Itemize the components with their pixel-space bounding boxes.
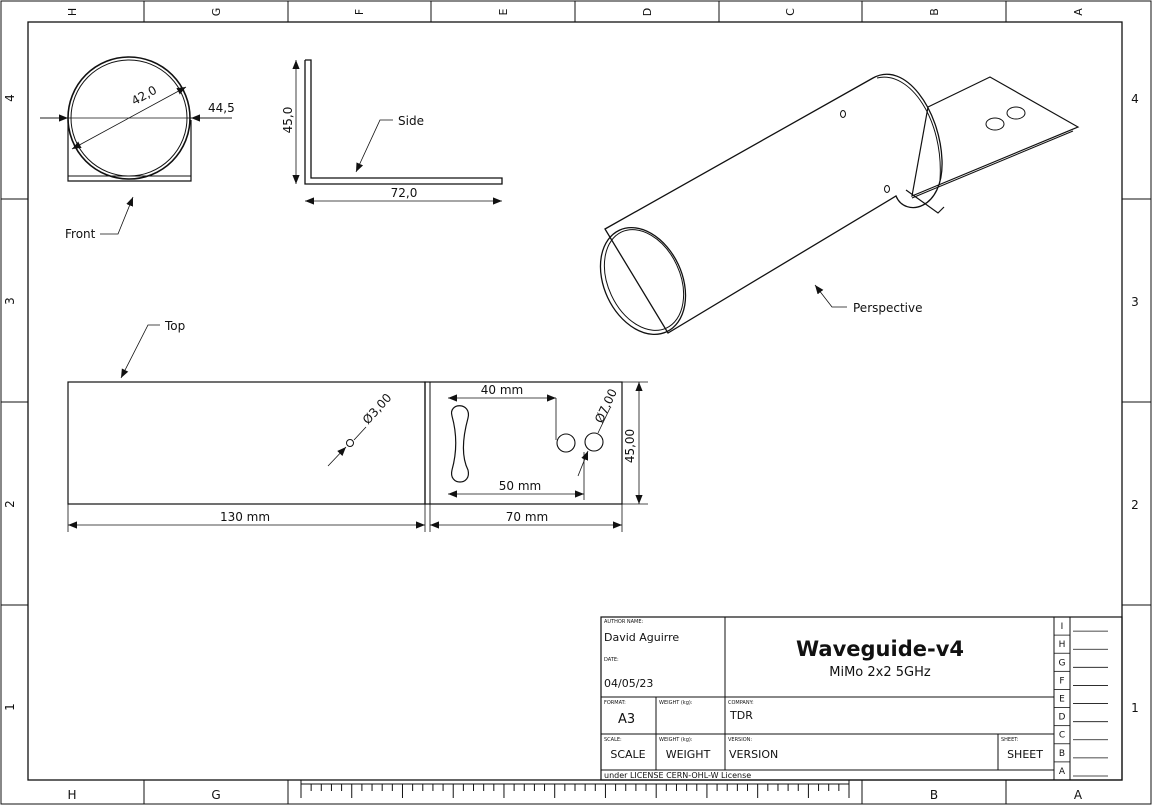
col-label-bottom-h: H [67,788,76,802]
drawing-title: Waveguide-v4 [796,637,964,661]
col-label-top-h: H [66,8,79,16]
col-label-top-d: D [641,8,654,16]
row-label-right-3: 3 [1131,295,1139,309]
top-slot [451,405,469,483]
top-plate [424,381,623,505]
company-value: TDR [729,709,753,722]
row-label-left-4: 4 [3,94,17,102]
scale-value: SCALE [610,748,645,761]
weight-caption: WEIGHT (kg): [659,737,693,743]
col-label-bottom-b: B [930,788,938,802]
row-label-left-1: 1 [3,703,17,711]
col-label-bottom-g: G [211,788,220,802]
row-labels: 4 3 2 1 4 3 2 1 [3,92,1139,715]
top-tube-body [67,381,426,505]
version-value: VERSION [729,748,778,761]
side-height-label: 45,0 [281,107,295,134]
col-label-top-b: B [928,8,941,16]
revision-letter: A [1059,767,1066,777]
revision-letter: D [1059,713,1066,723]
author-field-label: AUTHOR NAME: [604,619,644,625]
version-field-label: VERSION: [728,737,752,743]
side-view-label: Side [398,114,424,128]
side-length-label: 72,0 [391,186,418,200]
slot-offset-40-label: 40 mm [481,383,523,397]
scale-field-label: SCALE: [604,737,622,743]
column-labels-bottom: H G B A [67,788,1082,802]
side-profile [304,59,503,185]
drawing-subtitle: MiMo 2x2 5GHz [829,665,931,680]
front-diameter-dim-line [71,86,187,150]
revision-letter: E [1059,695,1065,705]
license-text: under LICENSE CERN-OHL-W License [604,771,751,780]
row-label-left-2: 2 [3,500,17,508]
revision-letter: I [1061,622,1064,632]
title-block: AUTHOR NAME: David Aguirre DATE: 04/05/2… [600,616,1123,781]
author-name: David Aguirre [604,631,679,644]
format-field-label: FORMAT: [604,700,626,706]
revision-letter: H [1059,640,1066,650]
col-label-top-c: C [784,8,797,16]
inner-border [27,21,1123,781]
revision-letter: B [1059,749,1065,759]
tube-length-label: 130 mm [220,510,270,524]
scale-ruler [300,780,850,798]
front-view: 42,0 44,5 Front [40,56,235,241]
col-label-top-e: E [497,8,510,15]
weight-value: WEIGHT [666,748,711,761]
hole-small-label: Ø3,00 [360,391,395,427]
plate-length-label: 70 mm [506,510,548,524]
date-field-label: DATE: [604,657,619,663]
format-value: A3 [618,712,635,727]
revision-letter: C [1059,731,1065,741]
perspective-view-label: Perspective [853,301,923,315]
weight-field-label: WEIGHT (kg): [659,700,693,706]
front-width-label: 44,5 [208,101,235,115]
top-view: Top Ø3,00 Ø7,00 40 mm 50 mm 45,00 130 mm… [67,319,648,532]
row-label-right-4: 4 [1131,92,1139,106]
row-label-left-3: 3 [3,297,17,305]
perspective-tube [604,73,943,334]
perspective-view: Perspective [599,73,1080,336]
col-label-top-f: F [353,9,366,15]
col-label-top-a: A [1072,8,1085,16]
front-view-label: Front [65,227,96,241]
row-label-right-1: 1 [1131,701,1139,715]
sheet-value: SHEET [1007,748,1043,761]
row-label-right-2: 2 [1131,498,1139,512]
hole-large-label: Ø7,00 [592,387,620,426]
col-label-bottom-a: A [1074,788,1083,802]
revision-letter: F [1059,676,1064,686]
perspective-plate [911,76,1080,197]
sheet-field-label: SHEET: [1001,737,1019,743]
side-view: 45,0 72,0 Side [281,59,503,205]
top-view-label: Top [164,319,185,333]
perspective-tube-end-outer [599,226,687,336]
date-value: 04/05/23 [604,677,653,690]
plate-width-label: 45,00 [623,429,637,463]
col-label-top-g: G [210,8,223,17]
column-labels-top: H G F E D C B A [66,8,1085,17]
revision-letter: G [1059,658,1066,668]
company-field-label: COMPANY: [728,700,754,706]
slot-offset-50-label: 50 mm [499,479,541,493]
